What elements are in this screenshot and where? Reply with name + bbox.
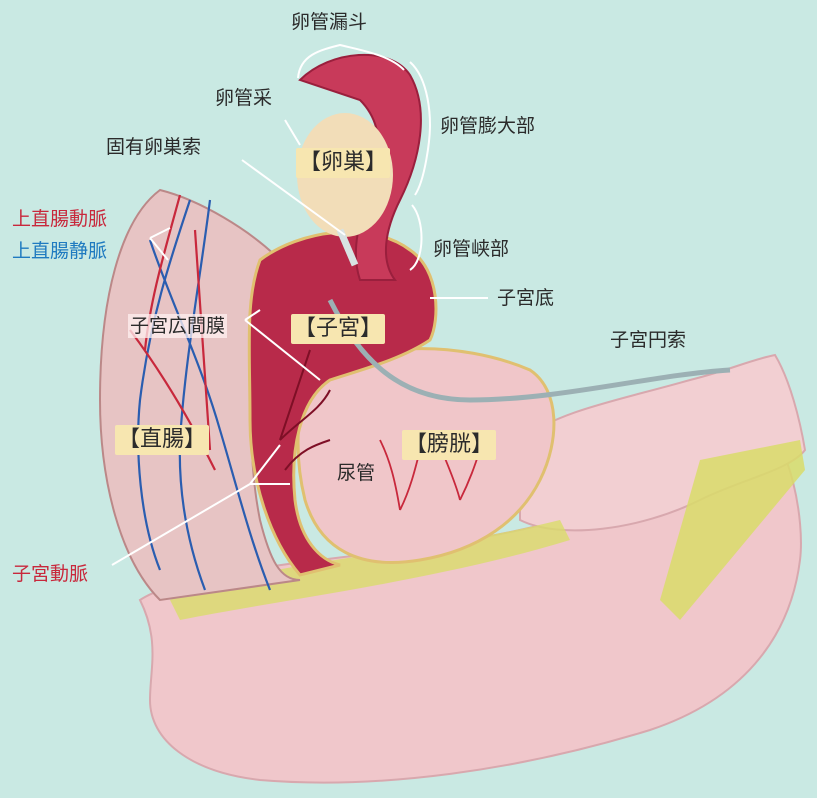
label-sup-rectal-artery: 上直腸動脈 [12,207,107,231]
label-round-ligament: 子宮円索 [610,328,686,352]
label-ampulla: 卵管膨大部 [440,114,535,138]
organ-label-ovary: 【卵巣】 [296,148,390,178]
label-ureter: 尿管 [337,461,375,485]
label-ovarian-ligament: 固有卵巣索 [106,135,201,159]
label-broad-ligament: 子宮広間膜 [128,314,227,338]
label-infundibulum: 卵管漏斗 [291,10,367,34]
label-fimbriae: 卵管采 [215,86,272,110]
organ-label-bladder: 【膀胱】 [402,430,496,460]
organ-label-uterus: 【子宮】 [291,314,385,344]
label-fundus: 子宮底 [497,286,554,310]
organ-label-rectum: 【直腸】 [115,425,209,455]
label-isthmus: 卵管峡部 [433,237,509,261]
label-sup-rectal-vein: 上直腸静脈 [12,239,107,263]
label-uterine-artery: 子宮動脈 [12,562,88,586]
